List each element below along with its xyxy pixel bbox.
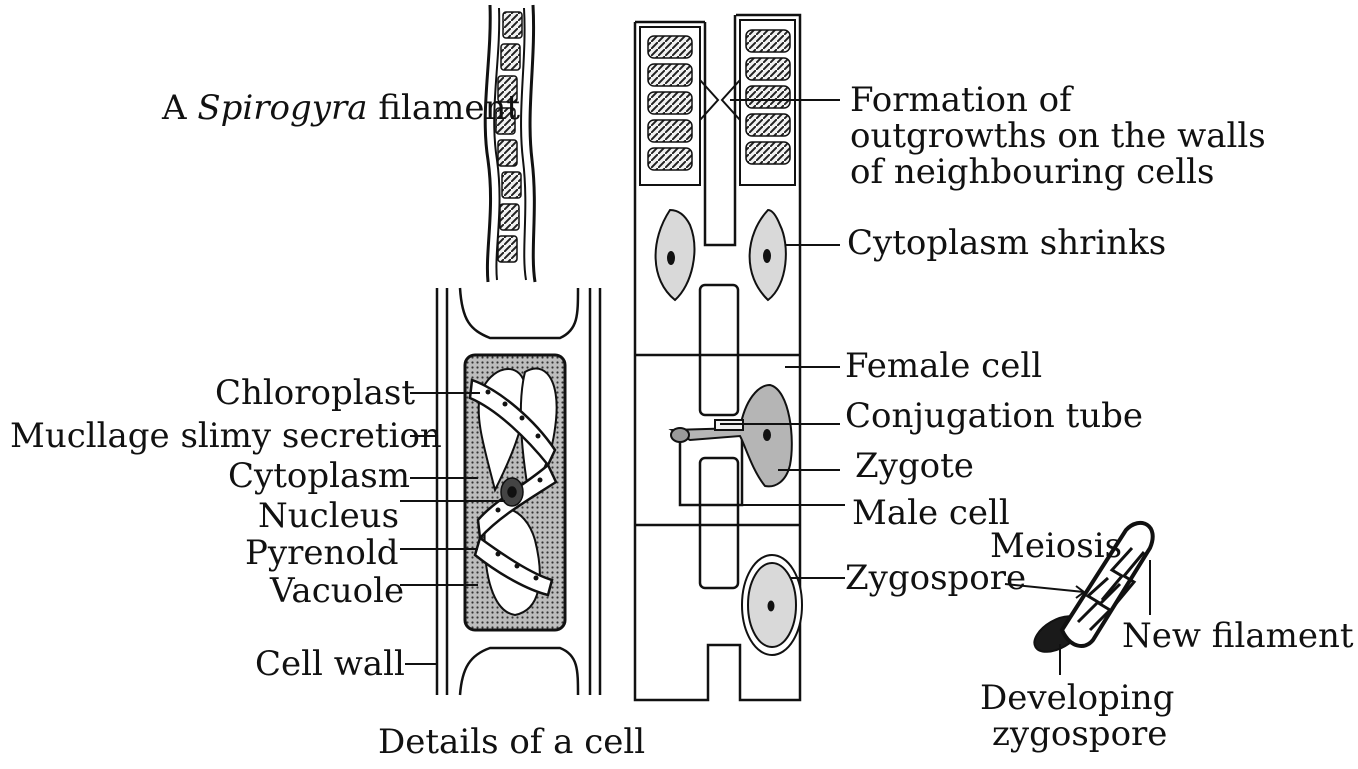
label-cell-wall: Cell wall bbox=[255, 646, 405, 682]
label-new-filament: New filament bbox=[1122, 618, 1354, 654]
label-zygospore: Zygospore bbox=[845, 560, 1026, 596]
conjugation-tube-and-zygote bbox=[671, 385, 792, 486]
label-vacuole: Vacuole bbox=[270, 573, 404, 609]
label-nucleus: Nucleus bbox=[258, 498, 399, 534]
spirogyra-filament bbox=[485, 5, 535, 282]
outgrowths-line3: of neighbouring cells bbox=[850, 154, 1266, 190]
label-conjugation-tube: Conjugation tube bbox=[845, 398, 1143, 434]
label-spirogyra-filament: A Spirogyra filament bbox=[162, 90, 520, 126]
outgrowths-line1: Formation of bbox=[850, 82, 1266, 118]
label-cytoplasm: Cytoplasm bbox=[228, 458, 410, 494]
label-zygote: Zygote bbox=[855, 448, 974, 484]
label-developing-zygospore: Developing zygospore bbox=[980, 680, 1174, 752]
caption-details-of-a-cell: Details of a cell bbox=[378, 724, 645, 760]
label-outgrowths: Formation of outgrowths on the walls of … bbox=[850, 82, 1266, 190]
filament-prefix: A bbox=[162, 88, 187, 128]
label-chloroplast: Chloroplast bbox=[215, 375, 415, 411]
filament-suffix: filament bbox=[378, 88, 520, 128]
zygospore-cell bbox=[742, 555, 802, 655]
outgrowths-line2: outgrowths on the walls bbox=[850, 118, 1266, 154]
cell-detail bbox=[437, 288, 600, 695]
filament-chloroplast-bands bbox=[496, 12, 522, 262]
developing-line1: Developing bbox=[980, 680, 1174, 716]
developing-line2: zygospore bbox=[980, 716, 1174, 752]
label-male-cell: Male cell bbox=[852, 495, 1010, 531]
conjugation-diagram bbox=[635, 15, 802, 700]
label-mucilage: Mucllage slimy secretion bbox=[10, 418, 442, 454]
shrunken-cytoplasm bbox=[656, 210, 786, 300]
label-female-cell: Female cell bbox=[845, 348, 1042, 384]
label-cytoplasm-shrinks: Cytoplasm shrinks bbox=[847, 225, 1166, 261]
label-pyrenoid: Pyrenold bbox=[245, 535, 398, 571]
filament-genus: Spirogyra bbox=[197, 88, 367, 128]
